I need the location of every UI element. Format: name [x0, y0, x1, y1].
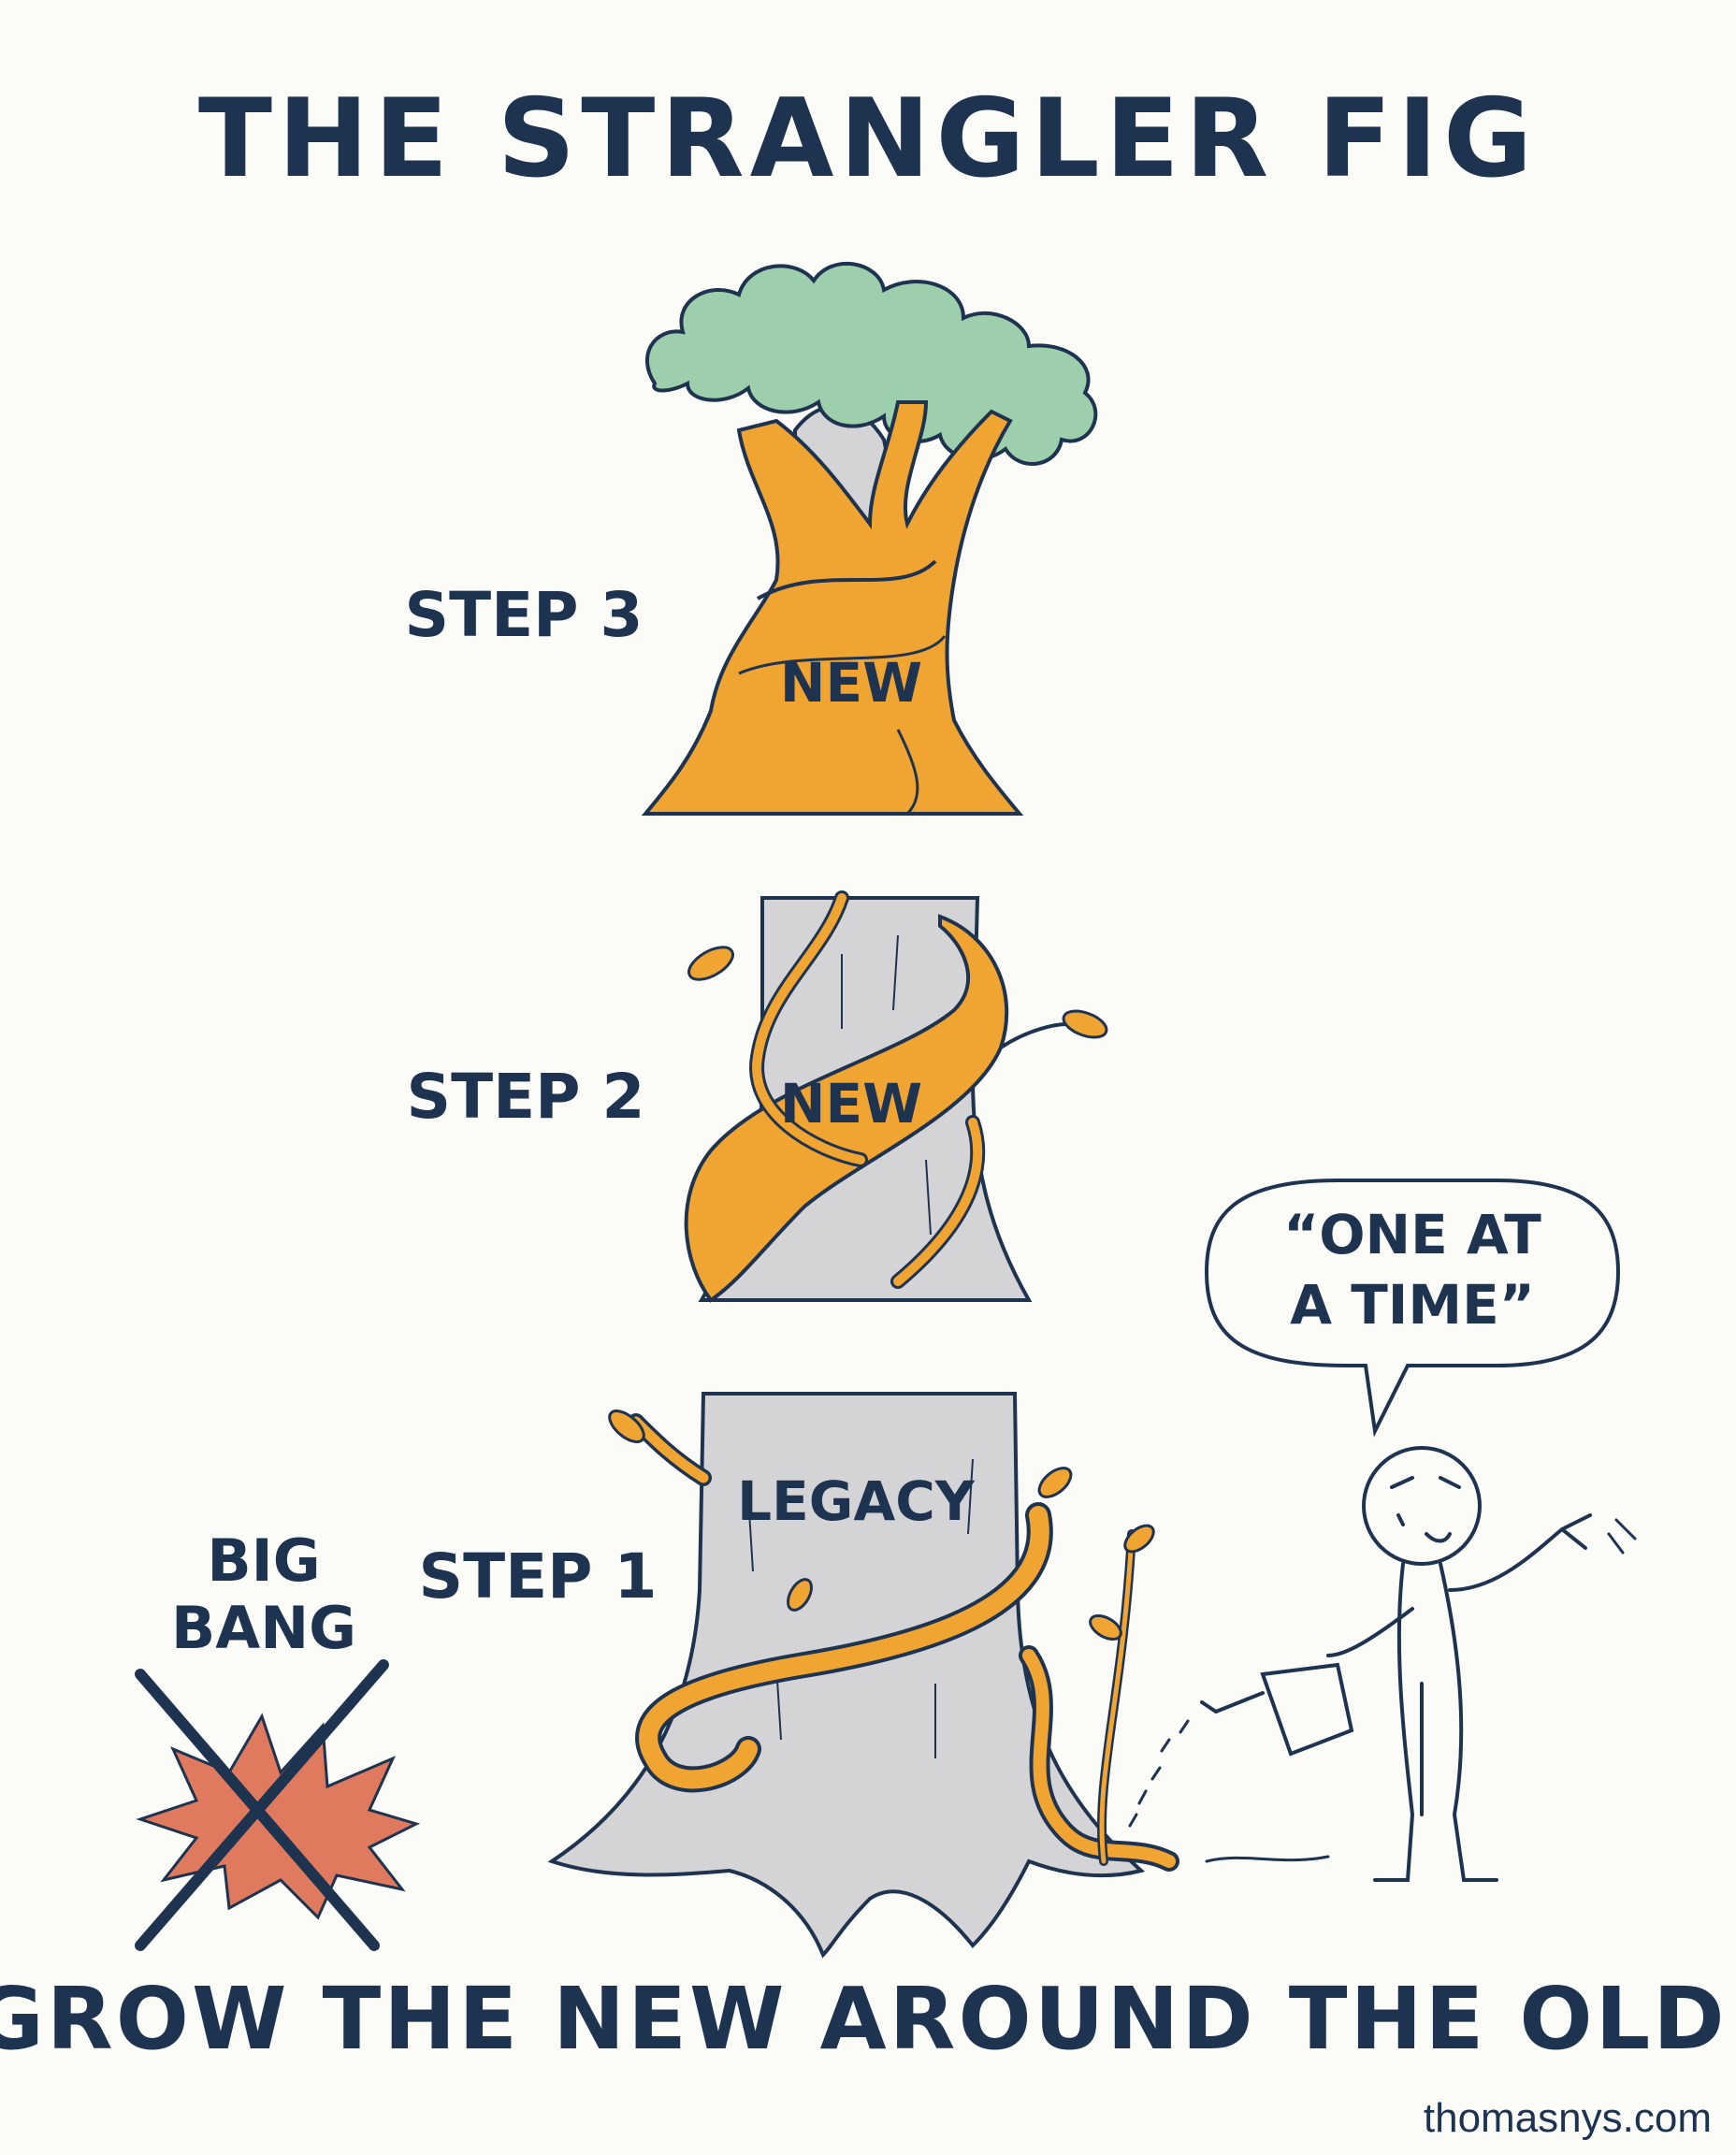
step2-tree: NEW: [684, 890, 1108, 1303]
step1-label: STEP 1: [419, 1540, 658, 1613]
big-bang-line2: BANG: [171, 1594, 356, 1662]
bottom-caption: GROW THE NEW AROUND THE OLD.: [0, 1969, 1736, 2069]
big-bang-line1: BIG: [207, 1526, 320, 1595]
step1-tree: LEGACY: [547, 1392, 1179, 1959]
explosion-icon: [136, 1713, 421, 1920]
step2-label: STEP 2: [407, 1061, 645, 1133]
step2-vine-band: [684, 914, 1009, 1303]
step3-vine-trunk: [641, 400, 1024, 816]
speech-line2: A TIME”: [1290, 1273, 1535, 1337]
speech-line1: “ONE AT: [1283, 1203, 1541, 1266]
step3-tree: NEW: [641, 262, 1098, 816]
step3-label: STEP 3: [405, 579, 644, 651]
gardener-head: [1362, 1446, 1482, 1566]
gardener-body: [1373, 1562, 1498, 1882]
cross-out-icon: [135, 1659, 389, 1951]
step3-canopy: [644, 262, 1098, 466]
step1-tag: LEGACY: [737, 1469, 976, 1533]
step2-tag: NEW: [780, 1072, 922, 1135]
credit-watermark: thomasnys.com: [1423, 2095, 1712, 2141]
step3-tag: NEW: [780, 651, 922, 715]
speech-bubble: “ONE AT A TIME”: [1204, 1179, 1621, 1438]
step1-gray-trunk: [547, 1392, 1146, 1959]
watering-can-icon: [1200, 1662, 1354, 1757]
gardener-figure: [1128, 1446, 1637, 1882]
big-bang: BIG BANG: [135, 1526, 421, 1951]
page-title: THE STRANGLER FIG: [198, 76, 1538, 202]
